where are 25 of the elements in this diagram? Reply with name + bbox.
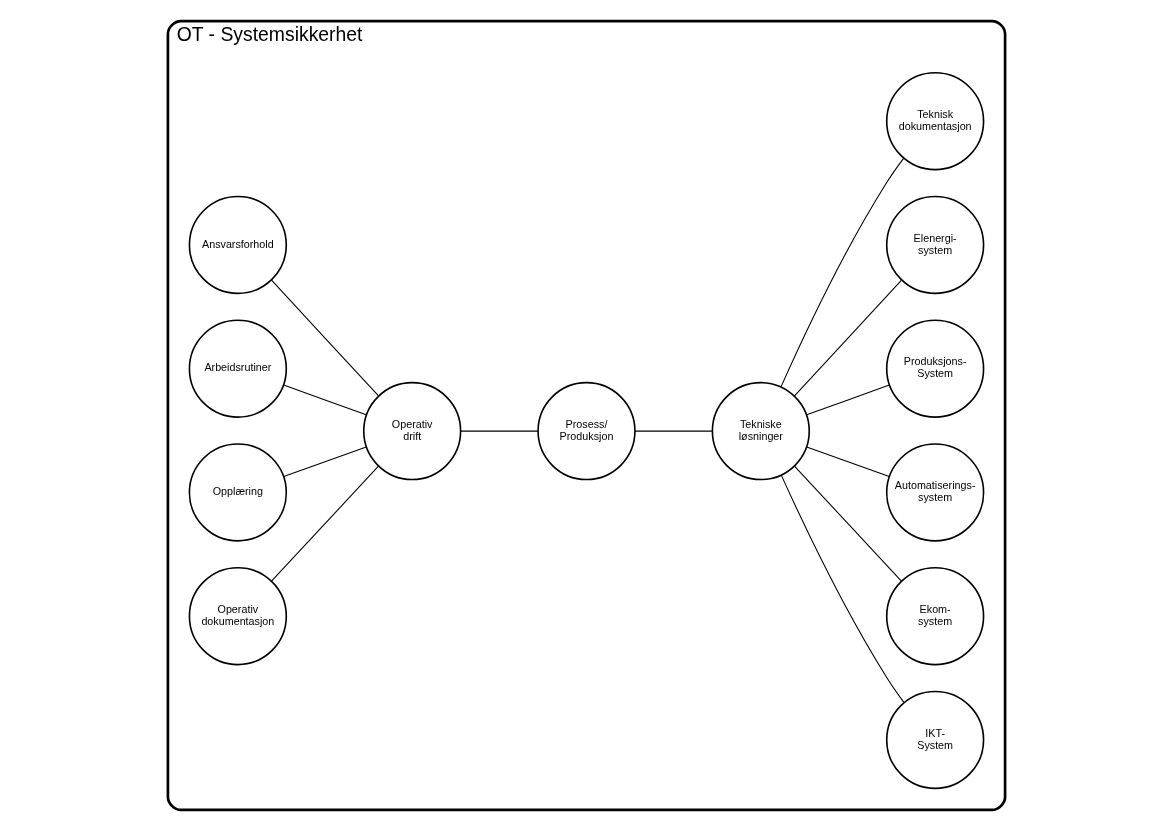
node-circle: Operativ drift xyxy=(362,381,462,481)
connector xyxy=(283,384,367,416)
node-circle: Produksjons- System xyxy=(885,319,985,418)
connector xyxy=(634,430,713,432)
node-circle: IKT- System xyxy=(885,690,985,790)
connector xyxy=(270,279,380,397)
node-circle: Teknisk dokumentasjon xyxy=(885,71,985,171)
connector xyxy=(793,279,903,397)
node-circle: Elenergi- system xyxy=(885,195,985,295)
node-circle: Opplæring xyxy=(188,443,288,542)
connector xyxy=(806,384,890,416)
node-circle: Ekom- system xyxy=(885,566,985,666)
node-circle: Automatiserings- system xyxy=(885,443,985,542)
connector xyxy=(794,465,902,582)
node-circle: Tekniske løsninger xyxy=(711,381,811,481)
node-circle: Arbeidsrutiner xyxy=(188,319,288,418)
connector xyxy=(271,465,379,582)
node-circle: Prosess/ Produksjon xyxy=(537,381,636,481)
connector xyxy=(460,430,539,432)
connector xyxy=(780,474,905,703)
connector xyxy=(780,157,905,388)
connector xyxy=(806,446,890,477)
node-circle: Ansvarsforhold xyxy=(188,195,288,295)
connector xyxy=(283,446,367,478)
node-circle: Operativ dokumentasjon xyxy=(188,566,288,666)
